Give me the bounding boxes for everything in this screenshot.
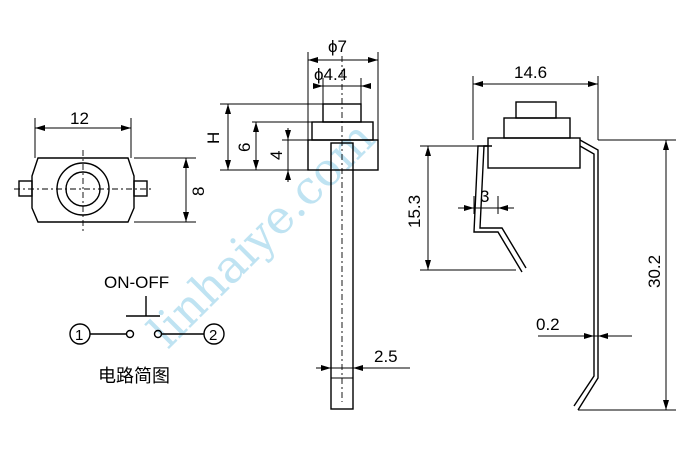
watermark: linhaiye.com <box>138 110 385 357</box>
side-view: ϕ7 ϕ4.4 H 6 4 2.5 <box>204 37 410 410</box>
dim-15-3: 15.3 <box>405 195 424 228</box>
left-lead-inner <box>479 145 527 269</box>
top-view: 12 8 <box>14 109 208 234</box>
left-tab <box>18 180 33 197</box>
dim-4: 4 <box>267 151 286 160</box>
dim-30-2: 30.2 <box>645 255 664 288</box>
dim-14-6: 14.6 <box>514 63 547 82</box>
dim-2-5: 2.5 <box>374 347 398 366</box>
terminal-1: 1 <box>75 327 83 344</box>
terminal-2-circle <box>203 323 225 345</box>
dim-0-2: 0.2 <box>536 315 560 334</box>
circuit-diagram: ON-OFF 1 2 电路简图 <box>69 273 225 387</box>
dim-phi7: ϕ7 <box>328 37 347 56</box>
dim-12: 12 <box>70 109 89 128</box>
right-lower-body <box>487 137 581 169</box>
dim-3: 3 <box>480 187 489 206</box>
dim-phi44: ϕ4.4 <box>314 65 347 84</box>
contact-right <box>153 329 163 339</box>
dim-6: 6 <box>235 143 254 152</box>
contact-left <box>125 329 135 339</box>
right-view: 14.6 3 15.3 30.2 0.2 <box>405 63 676 411</box>
terminal-2: 2 <box>209 327 217 344</box>
right-tab <box>133 180 148 197</box>
circuit-caption: 电路简图 <box>98 366 170 387</box>
dim-H: H <box>204 132 223 144</box>
right-lead-inner <box>573 145 595 407</box>
right-lead <box>577 139 599 411</box>
right-upper-body <box>503 117 571 139</box>
switch-label: ON-OFF <box>104 273 169 292</box>
left-lead <box>473 145 523 273</box>
right-actuator <box>515 101 557 119</box>
dim-8: 8 <box>189 187 208 196</box>
lower-body <box>307 139 379 171</box>
